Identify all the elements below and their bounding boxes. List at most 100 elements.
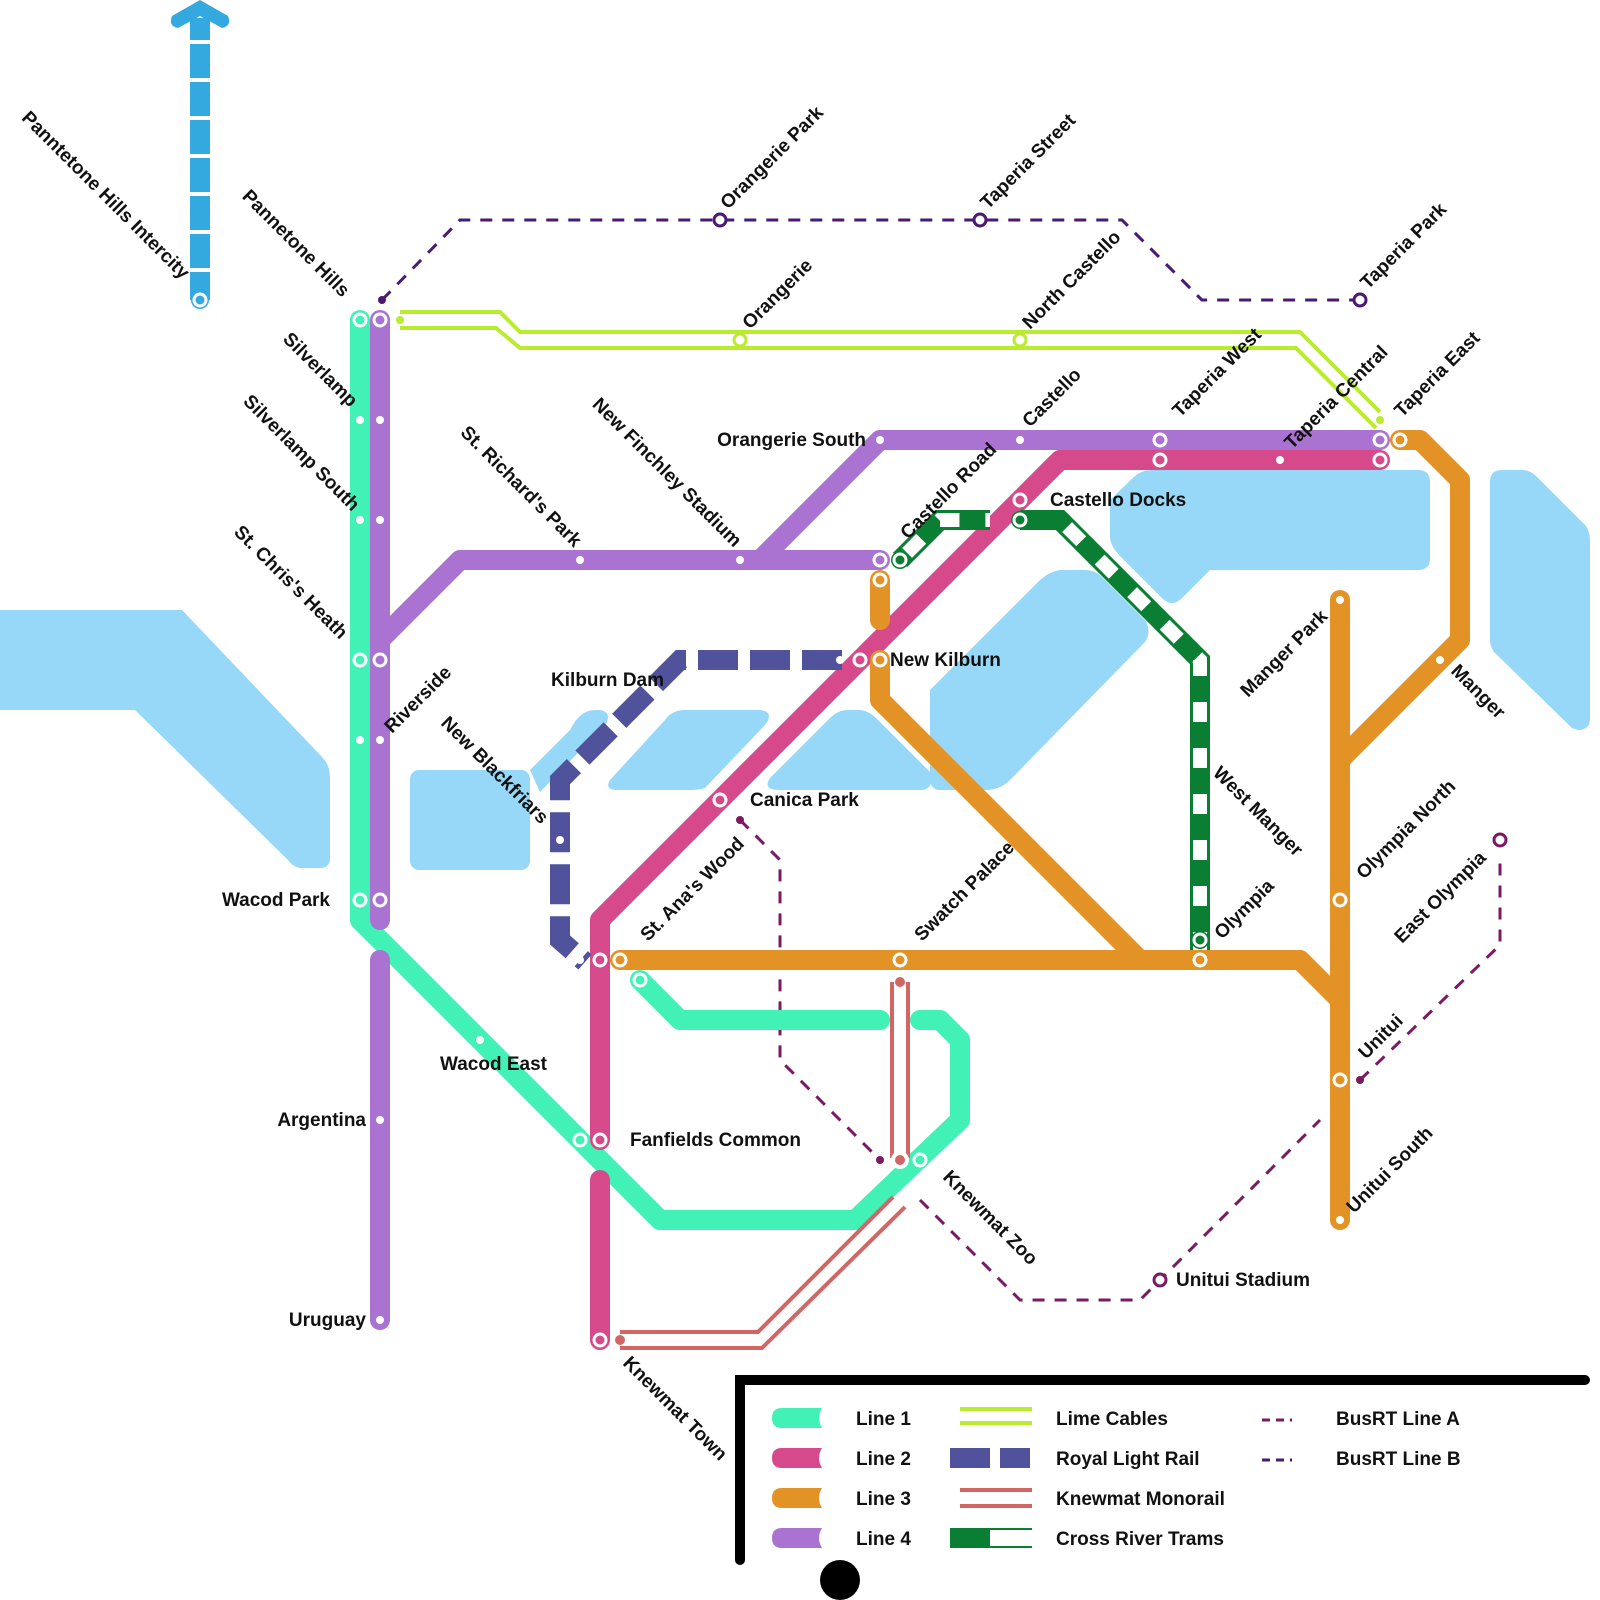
station-label-knewmat-zoo[interactable]: Knewmat Zoo [938,1167,1041,1270]
station-label-wacod-east[interactable]: Wacod East [440,1054,548,1075]
station-marker[interactable] [1371,451,1389,469]
station-marker[interactable] [1016,436,1024,444]
station-label-wacod-park[interactable]: Wacod Park [222,890,330,911]
station-label-taperia-east[interactable]: Taperia East [1391,327,1485,421]
station-marker[interactable] [591,1131,609,1149]
station-dot-icon[interactable] [556,836,564,844]
station-label-knewmat-town[interactable]: Knewmat Town [618,1353,730,1465]
busrt-a-route-2[interactable] [918,1118,1322,1302]
station-label-taperia-park[interactable]: Taperia Park [1357,199,1452,294]
bus-stop-icon[interactable] [876,1156,884,1164]
lime-cables-upper[interactable] [400,310,1382,414]
station-dot-icon[interactable] [1436,656,1444,664]
station-marker[interactable] [891,951,909,969]
station-marker[interactable] [191,291,209,309]
station-marker[interactable] [356,736,364,744]
station-marker[interactable] [591,951,609,969]
station-dot-icon[interactable] [1016,436,1024,444]
station-marker[interactable] [871,651,889,669]
line-1[interactable] [350,310,970,1230]
station-marker[interactable] [1011,511,1029,529]
station-dot-icon[interactable] [376,736,384,744]
station-label-orangerie-south[interactable]: Orangerie South [717,430,866,451]
station-marker[interactable] [576,956,584,964]
line-3[interactable] [610,430,1470,1230]
station-marker[interactable] [376,1116,384,1124]
bus-stop-icon[interactable] [736,816,744,824]
station-marker[interactable] [911,1151,929,1169]
station-label-pannetone-hills[interactable]: Pannetone Hills [238,186,354,302]
station-marker[interactable] [1152,1272,1168,1288]
busrt-a-route-1[interactable] [738,818,882,1162]
station-marker[interactable] [732,332,748,348]
station-label-uruguay[interactable]: Uruguay [289,1310,367,1331]
station-marker[interactable] [1196,756,1204,764]
station-marker[interactable] [891,551,909,569]
station-dot-icon[interactable] [356,416,364,424]
station-marker[interactable] [376,416,384,424]
station-marker[interactable] [1356,1076,1364,1084]
station-marker[interactable] [712,212,728,228]
station-marker[interactable] [1376,416,1384,424]
line-3-main[interactable] [610,950,1350,1010]
station-marker[interactable] [736,816,744,824]
station-dot-icon[interactable] [876,436,884,444]
intercity-track[interactable] [190,18,210,300]
station-dot-icon[interactable] [376,1316,384,1324]
arrow-up-icon[interactable] [170,0,230,28]
royal-light-rail-track[interactable] [550,650,842,970]
line-2[interactable] [590,450,1390,1350]
station-marker[interactable] [876,436,884,444]
bus-stop-icon[interactable] [378,296,386,304]
station-marker[interactable] [1436,656,1444,664]
knewmat-monorail[interactable] [620,982,910,1350]
station-dot-icon[interactable] [576,956,584,964]
station-label-swatch-palace[interactable]: Swatch Palace [911,837,1019,945]
station-label-orangerie-park[interactable]: Orangerie Park [717,102,828,213]
station-marker[interactable] [871,571,889,589]
station-marker[interactable] [1012,332,1028,348]
station-marker[interactable] [356,416,364,424]
station-label-st-chriss-heath[interactable]: St. Chris's Heath [229,522,351,644]
line-2-main[interactable] [590,450,1390,1150]
station-label-manger-park[interactable]: Manger Park [1237,606,1333,702]
station-marker[interactable] [1191,951,1209,969]
station-marker[interactable] [351,651,369,669]
bus-stop-icon[interactable] [1352,292,1368,308]
station-label-taperia-street[interactable]: Taperia Street [977,110,1081,214]
station-label-castello[interactable]: Castello [1019,364,1086,431]
station-marker[interactable] [631,971,649,989]
station-dot-icon[interactable] [476,1036,484,1044]
station-marker[interactable] [891,1151,909,1169]
station-marker[interactable] [1276,456,1284,464]
station-marker[interactable] [611,951,629,969]
station-marker[interactable] [371,891,389,909]
station-ring-icon[interactable] [1012,332,1028,348]
intercity-line[interactable] [170,0,230,300]
station-dot-icon[interactable] [1196,756,1204,764]
station-label-st-anas-wood[interactable]: St. Ana's Wood [637,833,749,945]
bus-stop-icon[interactable] [972,212,988,228]
station-marker[interactable] [1371,431,1389,449]
station-marker[interactable] [1331,1071,1349,1089]
station-dot-icon[interactable] [1336,596,1344,604]
station-marker[interactable] [371,651,389,669]
station-marker[interactable] [736,556,744,564]
monorail-south-lower[interactable] [620,1205,907,1350]
station-marker[interactable] [676,676,684,684]
station-marker[interactable] [1191,931,1209,949]
station-dot-icon[interactable] [836,656,844,664]
station-marker[interactable] [378,296,386,304]
lime-cables[interactable] [400,310,1382,430]
station-label-new-kilburn[interactable]: New Kilburn [890,650,1001,671]
cross-river-trams[interactable] [892,510,1210,950]
station-marker[interactable] [1391,431,1409,449]
station-dot-icon[interactable] [376,1116,384,1124]
station-dot-icon[interactable] [376,516,384,524]
busrt-line-b[interactable] [380,218,1360,302]
station-dot-icon[interactable] [1376,416,1384,424]
station-label-castello-docks[interactable]: Castello Docks [1050,490,1186,511]
station-marker[interactable] [836,656,844,664]
station-marker[interactable] [351,311,369,329]
station-label-manger[interactable]: Manger [1446,661,1509,724]
